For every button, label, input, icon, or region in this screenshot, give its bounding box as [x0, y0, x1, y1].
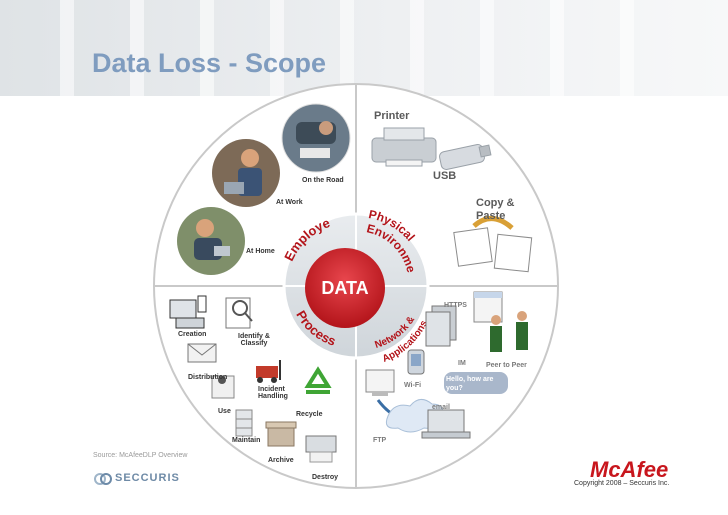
label-incident-handling: Incident Handling [258, 386, 288, 400]
archive-box-icon [265, 421, 297, 447]
shredder-icon [305, 435, 337, 463]
server-icon [425, 305, 457, 347]
file-cabinet-icon [235, 409, 253, 437]
people-icon [490, 311, 528, 352]
magnifier-document-icon [225, 297, 253, 329]
ftp-monitor-icon [365, 369, 395, 396]
copyright-text: Copyright 2008 – Seccuris Inc. [574, 480, 670, 487]
label-copy-paste: Copy & Paste [476, 197, 515, 222]
label-usb: USB [433, 170, 457, 182]
label-email: email [432, 404, 450, 411]
label-peer-to-peer: Peer to Peer [486, 362, 527, 369]
label-recycle: Recycle [296, 411, 323, 418]
printer-icon [371, 127, 437, 167]
label-creation: Creation [178, 331, 207, 338]
label-ftp: FTP [373, 437, 387, 444]
label-printer: Printer [374, 110, 410, 122]
envelope-icon [187, 343, 217, 363]
computer-icon [169, 295, 207, 329]
label-at-work: At Work [276, 199, 303, 206]
data-center-disc [305, 248, 385, 328]
seccuris-logo: SECCURIS [93, 470, 183, 493]
label-identify-classify: Identify & Classify [238, 333, 270, 347]
photo-at-work [212, 139, 280, 207]
label-use: Use [218, 408, 231, 415]
seccuris-logo-text: SECCURIS [115, 472, 180, 484]
recycle-icon [304, 366, 332, 394]
im-message-bubble [444, 372, 508, 394]
pda-icon [407, 349, 425, 375]
seccuris-logo-mark [94, 473, 112, 485]
im-message-text: Hello, how are you? [446, 376, 494, 392]
photo-at-home [177, 207, 245, 275]
label-archive: Archive [268, 457, 294, 464]
label-on-the-road: On the Road [302, 177, 344, 184]
photo-on-the-road [281, 103, 351, 173]
label-wifi: Wi-Fi [404, 382, 422, 389]
page-title: Data Loss - Scope [92, 48, 327, 78]
source-note: Source: McAfeeDLP Overview [93, 452, 188, 459]
label-at-home: At Home [246, 248, 275, 255]
label-im: IM [458, 360, 466, 367]
label-destroy: Destroy [312, 474, 339, 481]
header-band [0, 0, 728, 96]
forklift-icon [256, 360, 281, 383]
laptop-icon [421, 409, 471, 439]
mcafee-logo: McAfee [590, 457, 669, 482]
label-https: HTTPS [444, 302, 467, 309]
center-label: DATA [321, 278, 368, 298]
label-distribution: Distribution [188, 374, 228, 381]
label-maintain: Maintain [232, 437, 261, 444]
usb-icon [439, 144, 492, 170]
copy-paste-icon [453, 216, 533, 273]
person-desk-icon [211, 375, 235, 399]
